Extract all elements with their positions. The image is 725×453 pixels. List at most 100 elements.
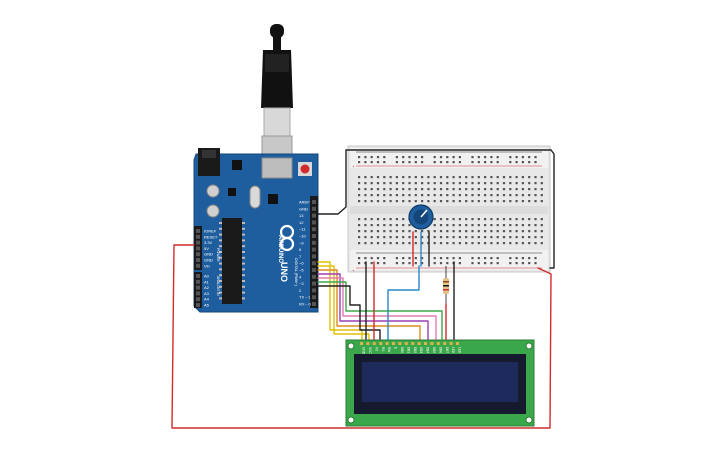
rail-hole[interactable] bbox=[515, 257, 518, 260]
rail-hole[interactable] bbox=[395, 161, 398, 164]
breadboard-hole[interactable] bbox=[521, 194, 524, 197]
breadboard-hole[interactable] bbox=[515, 176, 518, 179]
breadboard-hole[interactable] bbox=[427, 182, 430, 185]
lcd-pin[interactable] bbox=[449, 342, 453, 345]
rail-hole[interactable] bbox=[408, 262, 411, 265]
breadboard-hole[interactable] bbox=[452, 182, 455, 185]
breadboard-hole[interactable] bbox=[446, 194, 449, 197]
breadboard-hole[interactable] bbox=[484, 188, 487, 191]
breadboard-hole[interactable] bbox=[465, 230, 468, 233]
breadboard-hole[interactable] bbox=[458, 182, 461, 185]
breadboard-hole[interactable] bbox=[490, 218, 493, 221]
wire-pink[interactable] bbox=[317, 277, 437, 345]
wire-orange[interactable] bbox=[317, 269, 421, 345]
rail-hole[interactable] bbox=[452, 257, 455, 260]
rail-hole[interactable] bbox=[376, 257, 380, 260]
rail-hole[interactable] bbox=[484, 156, 487, 159]
rail-hole[interactable] bbox=[408, 161, 411, 164]
breadboard-hole[interactable] bbox=[540, 200, 543, 203]
breadboard-hole[interactable] bbox=[490, 242, 493, 245]
breadboard-hole[interactable] bbox=[364, 182, 367, 185]
lcd-pin[interactable] bbox=[392, 342, 395, 345]
breadboard-hole[interactable] bbox=[370, 176, 373, 179]
rail-hole[interactable] bbox=[414, 156, 417, 159]
breadboard-hole[interactable] bbox=[439, 218, 443, 221]
rail-hole[interactable] bbox=[370, 262, 373, 265]
breadboard-hole[interactable] bbox=[509, 188, 512, 191]
header-pin[interactable] bbox=[196, 297, 200, 302]
breadboard-hole[interactable] bbox=[458, 188, 461, 191]
breadboard-hole[interactable] bbox=[433, 236, 436, 239]
breadboard-hole[interactable] bbox=[370, 200, 373, 203]
rail-hole[interactable] bbox=[439, 161, 443, 164]
breadboard-hole[interactable] bbox=[433, 230, 436, 233]
rail-hole[interactable] bbox=[402, 161, 405, 164]
breadboard-hole[interactable] bbox=[465, 182, 468, 185]
rail-hole[interactable] bbox=[358, 262, 361, 265]
breadboard-hole[interactable] bbox=[502, 236, 506, 239]
breadboard-hole[interactable] bbox=[496, 182, 499, 185]
breadboard-hole[interactable] bbox=[540, 218, 543, 221]
breadboard-hole[interactable] bbox=[484, 224, 487, 227]
breadboard-hole[interactable] bbox=[458, 230, 461, 233]
breadboard-hole[interactable] bbox=[452, 218, 455, 221]
breadboard-hole[interactable] bbox=[439, 230, 443, 233]
breadboard-hole[interactable] bbox=[458, 224, 461, 227]
breadboard-hole[interactable] bbox=[521, 176, 524, 179]
breadboard-hole[interactable] bbox=[358, 182, 361, 185]
rail-hole[interactable] bbox=[358, 161, 361, 164]
breadboard-hole[interactable] bbox=[471, 242, 474, 245]
digital-pin[interactable] bbox=[312, 302, 316, 306]
breadboard-hole[interactable] bbox=[421, 242, 424, 245]
breadboard-hole[interactable] bbox=[540, 194, 543, 197]
lcd-pin[interactable] bbox=[430, 342, 434, 345]
digital-pin[interactable] bbox=[312, 234, 316, 238]
rail-hole[interactable] bbox=[515, 161, 518, 164]
breadboard-hole[interactable] bbox=[502, 200, 506, 203]
digital-pin[interactable] bbox=[312, 240, 316, 245]
breadboard-hole[interactable] bbox=[484, 182, 487, 185]
breadboard-hole[interactable] bbox=[395, 242, 398, 245]
digital-pin[interactable] bbox=[312, 213, 316, 218]
breadboard-hole[interactable] bbox=[358, 218, 361, 221]
rail-hole[interactable] bbox=[370, 156, 373, 159]
rail-hole[interactable] bbox=[383, 262, 386, 265]
breadboard-hole[interactable] bbox=[358, 176, 361, 179]
breadboard-hole[interactable] bbox=[496, 230, 499, 233]
breadboard-hole[interactable] bbox=[433, 242, 436, 245]
breadboard-hole[interactable] bbox=[408, 242, 411, 245]
breadboard-hole[interactable] bbox=[540, 224, 543, 227]
breadboard-hole[interactable] bbox=[528, 182, 531, 185]
breadboard-hole[interactable] bbox=[383, 242, 386, 245]
breadboard-hole[interactable] bbox=[414, 230, 417, 233]
breadboard-hole[interactable] bbox=[421, 188, 424, 191]
breadboard-hole[interactable] bbox=[376, 188, 380, 191]
breadboard-hole[interactable] bbox=[477, 188, 480, 191]
header-pin[interactable] bbox=[196, 234, 200, 239]
rail-hole[interactable] bbox=[528, 156, 531, 159]
breadboard-hole[interactable] bbox=[383, 176, 386, 179]
breadboard-hole[interactable] bbox=[376, 182, 380, 185]
breadboard-hole[interactable] bbox=[364, 218, 367, 221]
breadboard-hole[interactable] bbox=[502, 182, 506, 185]
breadboard-hole[interactable] bbox=[490, 200, 493, 203]
breadboard-hole[interactable] bbox=[477, 224, 480, 227]
breadboard-hole[interactable] bbox=[402, 200, 405, 203]
lcd-pin[interactable] bbox=[424, 342, 427, 345]
breadboard-hole[interactable] bbox=[395, 194, 398, 197]
breadboard-hole[interactable] bbox=[383, 218, 386, 221]
wire-green[interactable] bbox=[317, 281, 443, 345]
breadboard-hole[interactable] bbox=[458, 218, 461, 221]
breadboard-hole[interactable] bbox=[502, 230, 506, 233]
breadboard-hole[interactable] bbox=[465, 188, 468, 191]
breadboard-hole[interactable] bbox=[427, 230, 430, 233]
breadboard-hole[interactable] bbox=[496, 200, 499, 203]
rail-hole[interactable] bbox=[402, 262, 405, 265]
rail-hole[interactable] bbox=[534, 262, 537, 265]
rail-hole[interactable] bbox=[446, 161, 449, 164]
header-pin[interactable] bbox=[196, 274, 200, 278]
breadboard-hole[interactable] bbox=[521, 200, 524, 203]
wire-purple[interactable] bbox=[317, 273, 429, 345]
digital-pin[interactable] bbox=[312, 268, 316, 272]
breadboard-hole[interactable] bbox=[528, 194, 531, 197]
